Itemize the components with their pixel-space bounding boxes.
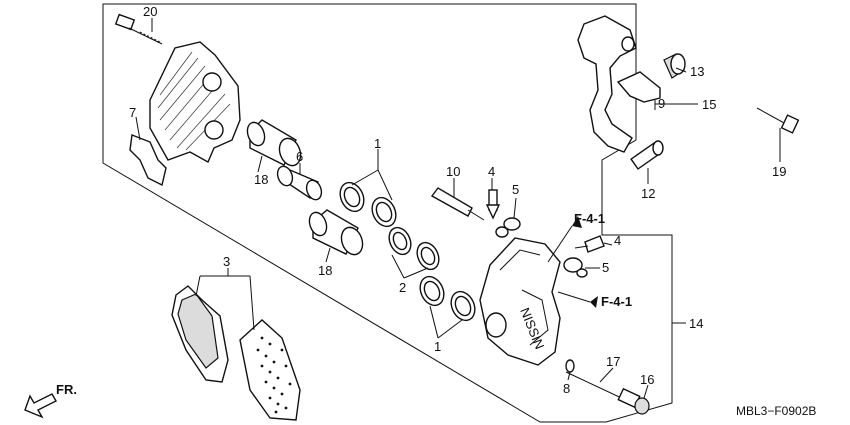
ref-arrow-upper	[572, 216, 582, 228]
callout-13: 13	[690, 64, 704, 79]
pad-friction-dots	[256, 336, 292, 414]
callout-6: 6	[296, 149, 303, 164]
callout-19: 19	[772, 164, 786, 179]
brake-pad-right	[239, 319, 301, 421]
callout-20: 20	[143, 4, 157, 19]
callout-18-lower: 18	[318, 263, 332, 278]
bleeder-valve-upper	[485, 189, 501, 220]
pad-pin-part-10	[430, 187, 485, 221]
callout-7: 7	[129, 105, 136, 120]
bleeder-valve-lower	[574, 235, 605, 253]
callout-2: 2	[399, 280, 406, 295]
ref-arrow-lower	[590, 296, 598, 308]
callout-1-lower: 1	[434, 339, 441, 354]
callout-16: 16	[640, 372, 654, 387]
plug-part-16	[634, 397, 650, 415]
callout-10: 10	[446, 164, 460, 179]
piston-seals-middle	[388, 226, 440, 271]
callout-1-upper: 1	[374, 136, 381, 151]
boot-part-18-lower	[308, 209, 364, 256]
callout-14: 14	[689, 316, 703, 331]
washer-part-8	[565, 359, 575, 373]
callout-4-upper: 4	[488, 164, 495, 179]
callout-5-lower: 5	[602, 260, 609, 275]
direction-label: FR.	[56, 382, 77, 397]
bolt-part-20	[114, 13, 163, 45]
callout-17: 17	[606, 354, 620, 369]
caliper-bracket	[577, 15, 637, 153]
leader-lines	[135, 18, 781, 399]
bleeder-cap-upper	[495, 217, 521, 238]
sleeve-part-6	[276, 165, 323, 201]
piston-seals-upper	[339, 181, 397, 228]
pad-retainer-clip	[129, 134, 167, 187]
brake-pad-left	[171, 285, 229, 383]
boot-part-13	[663, 53, 686, 79]
boot-part-18-upper	[246, 119, 302, 167]
pin-part-17	[565, 371, 641, 409]
caliper-cover	[149, 41, 241, 163]
pad-spring-part-9	[616, 71, 661, 103]
callout-15: 15	[702, 97, 716, 112]
callout-5-upper: 5	[512, 182, 519, 197]
piston-seals-lower	[419, 275, 476, 322]
callout-18-upper: 18	[254, 172, 268, 187]
callout-8: 8	[563, 381, 570, 396]
reference-label-upper: F-4-1	[574, 211, 605, 226]
callout-9: 9	[658, 96, 665, 111]
pin-part-12	[630, 140, 664, 170]
bolt-part-19	[756, 107, 800, 134]
callout-12: 12	[641, 186, 655, 201]
callout-4-lower: 4	[614, 233, 621, 248]
reference-label-lower: F-4-1	[601, 294, 632, 309]
drawing-code: MBL3−F0902B	[736, 404, 816, 418]
bleeder-cap-lower	[563, 257, 588, 278]
callout-3: 3	[223, 254, 230, 269]
front-direction-arrow-icon	[24, 393, 57, 419]
caliper-body: NISSIN	[479, 237, 561, 366]
